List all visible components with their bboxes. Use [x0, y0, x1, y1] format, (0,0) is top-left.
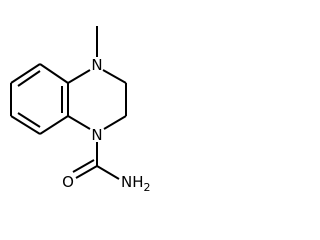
bond: [67, 115, 91, 130]
bond: [103, 115, 127, 130]
amine-subscript: 2: [144, 181, 151, 194]
bond: [96, 165, 120, 180]
bond: [10, 63, 41, 84]
carbonyl-bond: [72, 159, 95, 173]
nitrogen-4-label: N: [91, 56, 102, 74]
carboxamide-group: [72, 142, 120, 180]
bond: [102, 69, 127, 84]
benzene-ring: [10, 63, 69, 135]
bond: [10, 115, 41, 135]
carbonyl-bond: [75, 165, 98, 179]
double-bond-inner: [17, 70, 41, 87]
chemical-structure: N N O NH2: [10, 26, 151, 194]
amine-label: NH2: [121, 173, 151, 194]
piperazine-ring: [67, 69, 127, 130]
oxygen-label: O: [62, 173, 74, 191]
bond: [67, 69, 91, 84]
bond: [39, 63, 69, 84]
nitrogen-1-label: N: [91, 126, 102, 144]
double-bond-inner: [17, 112, 41, 128]
bond: [39, 115, 69, 135]
amine-nh: NH: [121, 173, 144, 191]
